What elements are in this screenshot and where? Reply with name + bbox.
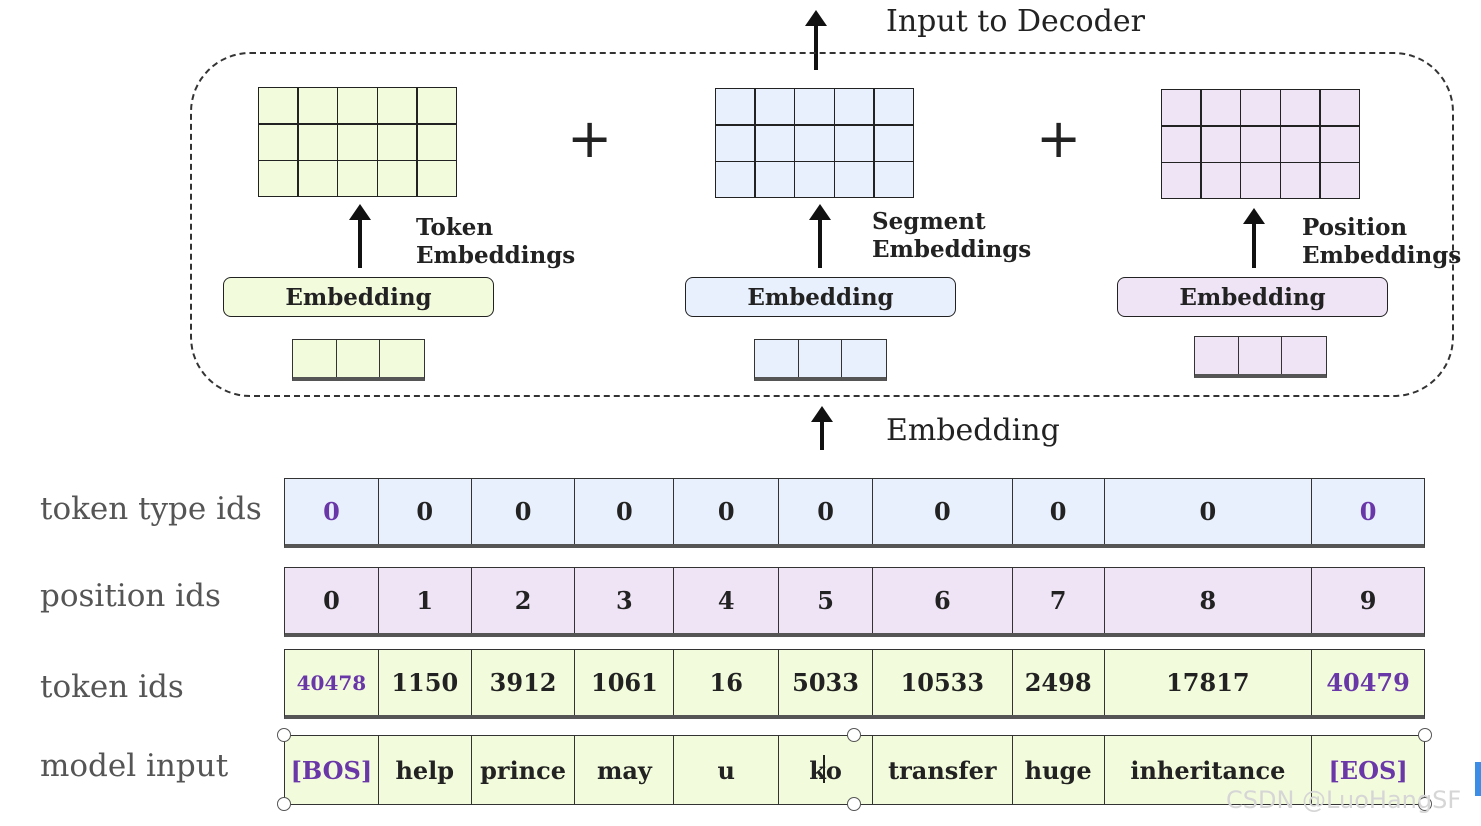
table-cell: transfer (873, 736, 1013, 804)
resize-handle-bottom-middle[interactable] (847, 797, 861, 811)
table-cell: huge (1013, 736, 1105, 804)
table-cell: 9 (1359, 586, 1377, 615)
plus-sign-1: + (567, 107, 613, 170)
table-cell: 17817 (1105, 650, 1313, 715)
segment-input-vector (754, 339, 887, 381)
table-cell: ko (779, 736, 873, 804)
table-cell: 40479 (1326, 668, 1410, 697)
segment-embedding-button[interactable]: Embedding (685, 277, 956, 317)
output-arrow (805, 10, 827, 70)
table-cell: prince (472, 736, 576, 804)
table-cell: 0 (472, 479, 576, 544)
table-cell: 0 (285, 568, 379, 633)
text-caret (823, 755, 825, 783)
table-cell: 1150 (379, 650, 472, 715)
table-cell: 1 (379, 568, 472, 633)
position-embedding-matrix (1161, 89, 1360, 199)
table-cell: 0 (873, 479, 1013, 544)
table-cell: help (379, 736, 472, 804)
row-label-model-input: model input (40, 748, 229, 784)
watermark: CSDN @LuoHangSF (1226, 786, 1462, 814)
table-cell: may (575, 736, 675, 804)
table-cell: 16 (674, 650, 780, 715)
token-up-arrow (349, 204, 371, 268)
segment-embedding-matrix (715, 88, 914, 198)
embedding-up-arrow (811, 406, 833, 450)
embedding-title: Embedding (886, 413, 1060, 448)
table-cell: 0 (379, 479, 472, 544)
table-cell: 0 (1359, 497, 1377, 526)
table-cell: 2 (472, 568, 576, 633)
table-cell: u (674, 736, 780, 804)
table-cell: [BOS] (285, 736, 379, 804)
position-embedding-button[interactable]: Embedding (1117, 277, 1388, 317)
resize-handle-top-left[interactable] (277, 728, 291, 742)
token-embedding-button[interactable]: Embedding (223, 277, 494, 317)
table-cell: inheritance (1105, 736, 1313, 804)
token-ids-row: 40478 1150 3912 1061 16 5033 10533 2498 … (284, 649, 1425, 719)
table-cell: 0 (674, 479, 780, 544)
table-cell: 6 (873, 568, 1013, 633)
table-cell: 10533 (873, 650, 1013, 715)
table-cell: 0 (285, 479, 379, 544)
token-type-ids-row: 0 0 0 0 0 0 0 0 0 0 (284, 478, 1425, 548)
plus-sign-2: + (1036, 107, 1082, 170)
table-cell: 1061 (575, 650, 675, 715)
table-cell: 7 (1013, 568, 1105, 633)
edge-tab[interactable] (1475, 762, 1481, 796)
row-label-position-ids: position ids (40, 578, 221, 614)
token-embedding-matrix (258, 87, 457, 197)
row-label-token-ids: token ids (40, 669, 184, 705)
resize-handle-top-right[interactable] (1418, 728, 1432, 742)
resize-handle-bottom-right[interactable] (1418, 797, 1432, 811)
embedding-panel (190, 52, 1454, 397)
row-label-token-type-ids: token type ids (40, 491, 262, 527)
table-cell: 5033 (779, 650, 873, 715)
table-cell: 0 (1105, 479, 1313, 544)
model-input-row[interactable]: [BOS] help prince may u ko transfer huge… (284, 735, 1425, 805)
table-cell: 3 (575, 568, 675, 633)
top-title: Input to Decoder (886, 4, 1145, 39)
table-cell: [EOS] (1328, 755, 1408, 785)
table-cell: 4 (674, 568, 780, 633)
resize-handle-top-middle[interactable] (847, 728, 861, 742)
table-cell: 0 (575, 479, 675, 544)
table-cell: 40478 (285, 650, 379, 715)
table-cell: 8 (1105, 568, 1313, 633)
table-cell: 5 (779, 568, 873, 633)
table-cell: 0 (1013, 479, 1105, 544)
position-up-arrow (1243, 208, 1265, 268)
table-cell: 0 (779, 479, 873, 544)
table-cell: 3912 (472, 650, 576, 715)
segment-up-arrow (809, 204, 831, 268)
token-input-vector (292, 339, 425, 381)
resize-handle-bottom-left[interactable] (277, 797, 291, 811)
position-input-vector (1194, 336, 1327, 378)
position-ids-row: 0 1 2 3 4 5 6 7 8 9 (284, 567, 1425, 637)
table-cell: 2498 (1013, 650, 1105, 715)
